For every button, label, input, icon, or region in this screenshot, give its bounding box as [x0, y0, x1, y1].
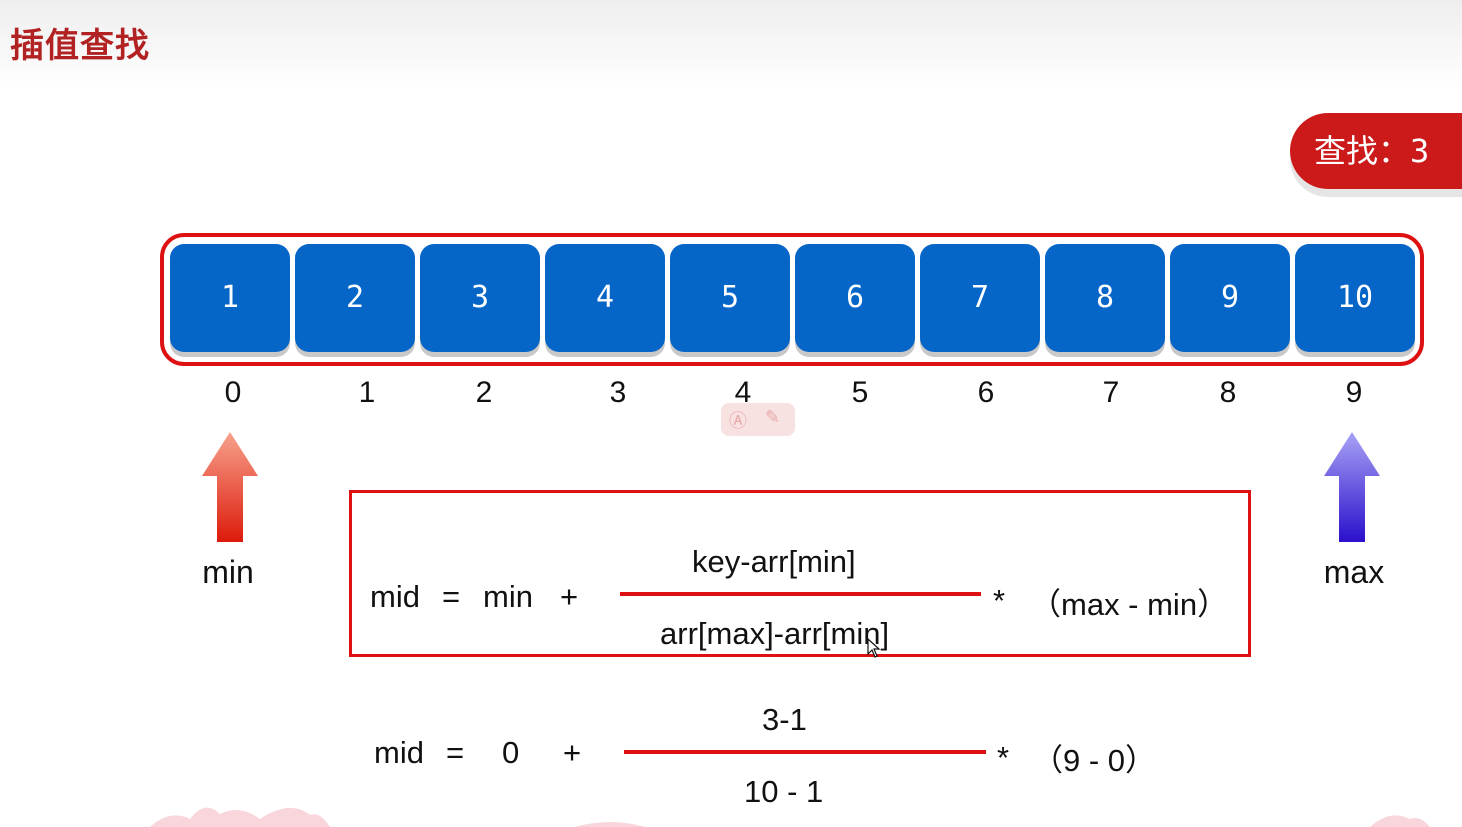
formula-lhs: mid	[370, 579, 420, 614]
decorative-shape	[1370, 815, 1430, 827]
array-cell: 2	[295, 244, 415, 352]
formula-numerator: key-arr[min]	[692, 544, 856, 579]
array-index: 6	[977, 376, 995, 409]
calc-range: （9 - 0）	[1032, 743, 1157, 778]
header-band	[0, 0, 1462, 90]
formula-denominator: arr[max]-arr[min]	[660, 616, 890, 651]
search-target-badge: 查找：3	[1290, 113, 1462, 189]
magic-wand-icon[interactable]: ✎	[765, 407, 781, 428]
array-index: 8	[1219, 376, 1237, 409]
min-arrow-icon	[202, 432, 258, 542]
calc-lhs: mid	[374, 735, 424, 770]
min-pointer-label: min	[202, 554, 254, 590]
formula-min-term: min	[483, 579, 533, 614]
decorative-shape	[575, 822, 645, 827]
array-cell: 3	[420, 244, 540, 352]
array-cell: 9	[1170, 244, 1290, 352]
calc-equals: =	[446, 735, 465, 770]
array-index: 9	[1345, 376, 1363, 409]
calc-denominator: 10 - 1	[744, 774, 824, 809]
array-index: 3	[609, 376, 627, 409]
calc-plus: +	[563, 735, 582, 770]
array-cell: 6	[795, 244, 915, 352]
floating-toolbar[interactable]: Ⓐ ✎	[721, 403, 795, 436]
array-cell: 1	[170, 244, 290, 352]
calc-times: *	[997, 740, 1010, 775]
max-arrow-icon	[1324, 432, 1380, 542]
array-index: 5	[851, 376, 869, 409]
max-pointer-label: max	[1323, 554, 1385, 590]
array-index: 0	[224, 376, 242, 409]
formula-range: （max - min）	[1030, 587, 1229, 622]
array-index: 4	[734, 376, 752, 409]
array-cell: 7	[920, 244, 1040, 352]
formula-equals: =	[442, 579, 461, 614]
array-cell: 8	[1045, 244, 1165, 352]
formula-box	[349, 490, 1251, 657]
calc-fraction-bar	[624, 750, 986, 754]
array-cell: 5	[670, 244, 790, 352]
formula-times: *	[993, 583, 1006, 618]
formula-plus: +	[560, 579, 579, 614]
array-index: 2	[475, 376, 493, 409]
decorative-shape	[150, 807, 330, 827]
array-cell: 10	[1295, 244, 1415, 352]
array-index: 1	[358, 376, 376, 409]
calc-min-term: 0	[502, 735, 520, 770]
array-index: 7	[1102, 376, 1120, 409]
page-title: 插值查找	[10, 26, 150, 66]
calc-numerator: 3-1	[762, 702, 807, 737]
array-cell: 4	[545, 244, 665, 352]
ai-assist-icon[interactable]: Ⓐ	[729, 411, 747, 432]
formula-fraction-bar	[620, 592, 981, 596]
array-frame	[160, 233, 1424, 366]
mouse-cursor-icon	[867, 638, 881, 658]
